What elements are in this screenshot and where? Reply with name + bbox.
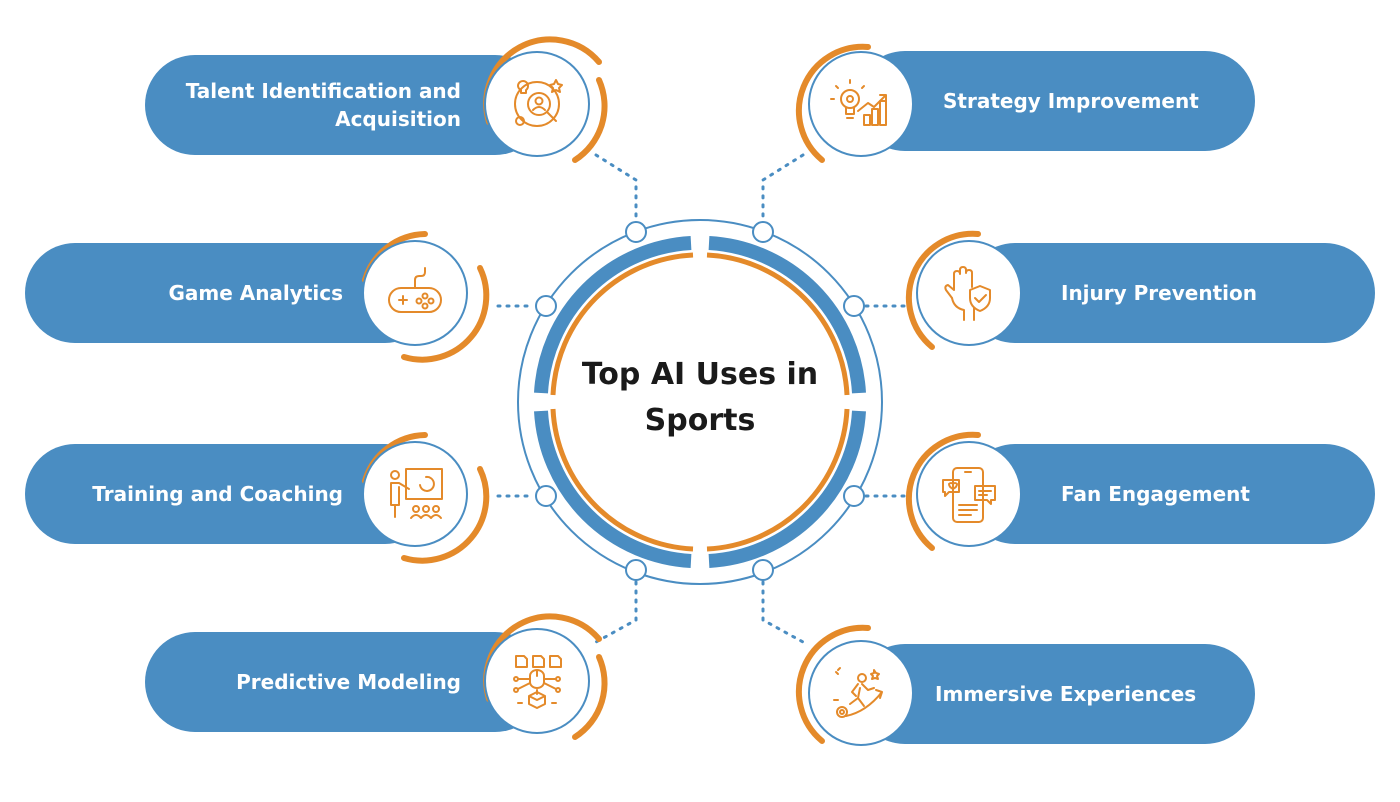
connector-strategy bbox=[761, 153, 805, 224]
blue-arc-top-left bbox=[534, 236, 692, 394]
item-predictive: Predictive Modeling bbox=[145, 632, 545, 732]
connector-predictive bbox=[594, 580, 638, 644]
badge-game bbox=[362, 240, 468, 346]
phone-chat-icon bbox=[942, 467, 996, 523]
badge-talent bbox=[484, 51, 590, 157]
connector-immersive bbox=[761, 580, 805, 644]
junction-dot bbox=[535, 295, 557, 317]
item-label: Injury Prevention bbox=[1061, 281, 1257, 305]
orange-arc-top-left bbox=[550, 252, 694, 396]
item-fan: Fan Engagement bbox=[965, 444, 1375, 544]
blue-arc-top-right bbox=[708, 236, 866, 394]
item-label: Game Analytics bbox=[168, 281, 343, 305]
junction-dot bbox=[843, 485, 865, 507]
item-label: Training and Coaching bbox=[92, 482, 343, 506]
blue-arc-segments bbox=[534, 236, 866, 568]
junction-dot bbox=[752, 221, 774, 243]
connectors bbox=[496, 153, 906, 644]
talent-search-icon bbox=[514, 79, 563, 127]
item-talent: Talent Identification and Acquisition bbox=[145, 55, 545, 155]
network-model-icon bbox=[513, 655, 562, 709]
badge-strategy bbox=[808, 51, 914, 157]
blue-arc-bottom-right bbox=[708, 410, 866, 568]
junction-dot bbox=[752, 559, 774, 581]
item-label: Strategy Improvement bbox=[943, 89, 1199, 113]
item-injury: Injury Prevention bbox=[965, 243, 1375, 343]
connector-talent bbox=[594, 153, 638, 224]
item-label: Fan Engagement bbox=[1061, 482, 1250, 506]
junction-dot bbox=[843, 295, 865, 317]
item-strategy: Strategy Improvement bbox=[855, 51, 1255, 151]
badge-fan bbox=[916, 441, 1022, 547]
item-label: Talent Identification and Acquisition bbox=[185, 79, 461, 131]
badge-training bbox=[362, 441, 468, 547]
person-rising-arrow-icon bbox=[833, 667, 883, 718]
bulb-growth-chart-icon bbox=[830, 79, 887, 126]
badge-injury bbox=[916, 240, 1022, 346]
junction-dot bbox=[625, 559, 647, 581]
training-board-icon bbox=[390, 468, 443, 519]
orange-arc-bottom-right bbox=[706, 408, 850, 552]
orange-arc-bottom-left bbox=[550, 408, 694, 552]
outer-ring bbox=[517, 219, 883, 585]
hand-shield-icon bbox=[944, 266, 991, 321]
blue-arc-bottom-left bbox=[534, 410, 692, 568]
junction-dots bbox=[535, 221, 865, 581]
junction-dot bbox=[625, 221, 647, 243]
junction-dot bbox=[535, 485, 557, 507]
center-title: Top AI Uses in Sports bbox=[581, 357, 819, 438]
badge-immersive bbox=[808, 640, 914, 746]
item-label: Predictive Modeling bbox=[236, 670, 461, 694]
badge-predictive bbox=[484, 628, 590, 734]
gamepad-icon bbox=[388, 267, 442, 313]
item-immersive: Immersive Experiences bbox=[855, 644, 1255, 744]
item-label: Immersive Experiences bbox=[935, 682, 1197, 706]
orange-arc-top-right bbox=[706, 252, 850, 396]
orange-arc-segments bbox=[550, 252, 850, 552]
